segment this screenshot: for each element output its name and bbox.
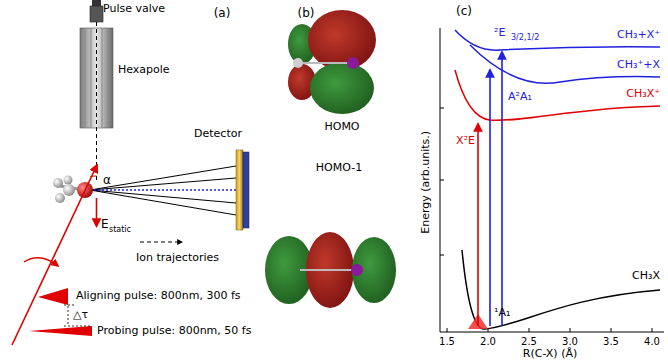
- state-label: ²E: [494, 27, 505, 40]
- part-label: Hexapole: [118, 64, 170, 77]
- field-label: E: [101, 218, 109, 232]
- rotation-arrow: [24, 258, 58, 266]
- field-arrow: [96, 198, 98, 226]
- tick: [611, 328, 612, 332]
- tick-label: 3.5: [603, 336, 619, 348]
- tick: [570, 328, 571, 332]
- tick-label: 4.0: [644, 336, 660, 348]
- carbon-atom: [63, 184, 75, 196]
- asymptote-label: CH₃X⁺: [626, 88, 660, 101]
- part-label: Detector: [194, 128, 242, 141]
- bond: [298, 62, 352, 64]
- hexapole-rod: [85, 28, 86, 128]
- orbital-label: HOMO-1: [316, 162, 362, 175]
- state-label: A²A₁: [508, 91, 532, 104]
- beam-axis: [96, 22, 97, 182]
- flight-direction-arrow: [140, 242, 182, 243]
- tick-label: 1.5: [439, 336, 455, 348]
- angle-arc: [90, 176, 97, 177]
- panel-label: (c): [456, 5, 472, 19]
- asymptote-label: CH₃+X⁺: [617, 29, 660, 42]
- part-label: Pulse valve: [103, 3, 165, 16]
- hexapole-rod: [102, 28, 103, 128]
- delay-marker: [64, 305, 76, 306]
- detector-screen: [243, 152, 249, 228]
- delay-marker: [68, 306, 69, 326]
- tick: [529, 328, 530, 332]
- angle-label: α: [103, 174, 111, 188]
- part-label: Ion trajectories: [136, 252, 219, 265]
- tick-label: 2.0: [480, 336, 496, 348]
- orbital-label: HOMO: [324, 121, 359, 134]
- orbital-lobe: [352, 237, 396, 303]
- ionization-arrow: [477, 124, 479, 326]
- axis-title: Energy (arb.units.): [420, 131, 433, 234]
- trajectory: [90, 190, 236, 203]
- halogen-atom: [351, 264, 363, 276]
- state-subscript: 3/2,1/2: [511, 33, 539, 42]
- pulse-label: Aligning pulse: 800nm, 300 fs: [76, 290, 241, 303]
- tick-label: 3.0: [562, 336, 578, 348]
- hydrogen-atom: [64, 176, 73, 185]
- state-label: ¹A₁: [494, 307, 510, 320]
- x-axis: [440, 332, 664, 333]
- tick: [440, 108, 444, 109]
- excitation-arrow: [489, 70, 491, 326]
- field-subscript: static: [109, 225, 131, 234]
- tick: [440, 180, 444, 181]
- delay-label: △τ: [73, 309, 88, 322]
- hydrogen-atom: [55, 193, 65, 203]
- aligning-pulse: [38, 288, 68, 305]
- polarization-axis: [12, 165, 97, 345]
- curve-label: CH₃X: [632, 270, 660, 283]
- orbital-lobe: [310, 62, 374, 114]
- pulse-label: Probing pulse: 800nm, 50 fs: [97, 325, 251, 338]
- ion-trajectories: [90, 166, 236, 215]
- tick: [440, 255, 444, 256]
- axis-title: R(C-X) (Å): [523, 348, 577, 361]
- ground-state-curve: [462, 250, 660, 329]
- valve-cap: [92, 0, 101, 6]
- probing-pulse: [29, 326, 92, 336]
- trajectory: [90, 190, 236, 215]
- halogen-atom: [347, 57, 359, 69]
- tick: [447, 328, 448, 332]
- tick-label: 2.5: [521, 336, 537, 348]
- ion-ground-curve: [455, 70, 660, 120]
- pulse-valve: [90, 6, 103, 22]
- hydrogen-atom: [53, 178, 63, 188]
- hexapole-rod: [108, 28, 109, 128]
- excitation-arrow: [501, 52, 503, 326]
- state-label: X²E: [456, 135, 475, 148]
- orbital-lobe: [308, 10, 376, 70]
- detector-plate: [236, 150, 243, 230]
- delay-marker: [64, 326, 92, 327]
- trajectory: [90, 166, 236, 190]
- panel-label: (a): [214, 7, 231, 21]
- trajectory: [90, 178, 236, 190]
- hexapole-rod: [91, 28, 92, 128]
- tick: [652, 328, 653, 332]
- carbon-atom: [293, 58, 303, 68]
- center-trajectory: [90, 189, 236, 190]
- bond: [300, 269, 358, 271]
- panel-label: (b): [298, 7, 315, 21]
- y-ticks: [440, 108, 444, 255]
- asymptote-label: CH₃⁺+X: [617, 59, 660, 72]
